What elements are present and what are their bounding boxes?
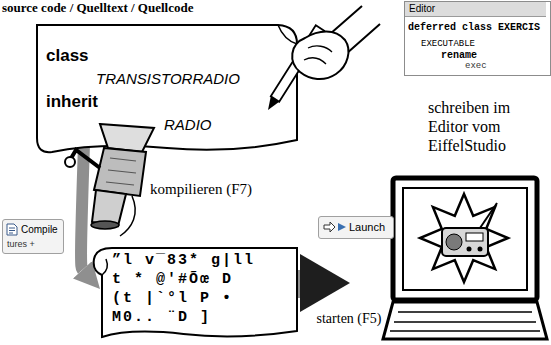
- laptop-screen-frame: [393, 178, 537, 300]
- step-caption: schreiben im Editor vom EiffelStudio: [428, 98, 548, 155]
- radio-antenna: [480, 203, 497, 228]
- compile-icon: [6, 223, 18, 236]
- machine-code-line: ”l v¯83* g|ll: [112, 251, 255, 270]
- launch-button: Launch: [318, 216, 394, 239]
- machine-code-sheet: ”l v¯83* g|llt * @'#Õœ D(t |`°l P •M0.. …: [88, 245, 300, 341]
- keyword: inherit: [46, 90, 98, 113]
- compile-arrow: [81, 144, 84, 270]
- hand: [292, 32, 348, 80]
- paper-outline: [34, 22, 300, 158]
- laptop-keyboard: [390, 312, 540, 331]
- crank-handle: [65, 157, 75, 167]
- page-lines: [9, 228, 15, 233]
- machine-code-line: t * @'#Õœ D: [112, 270, 233, 289]
- paper-curl: [102, 259, 107, 275]
- paper-sheet: [37, 25, 297, 152]
- diagram-title: source code / Quelltext / Quellcode: [2, 0, 193, 16]
- code-line: rename: [441, 50, 477, 61]
- radio-knob: [478, 247, 483, 252]
- paper-sheet: [94, 248, 297, 337]
- play-triangle: [300, 254, 350, 312]
- laptop-base: [383, 302, 547, 339]
- code-line: EXECUTABLE: [421, 39, 475, 50]
- page-icon: [7, 224, 17, 235]
- fingers: [304, 46, 332, 64]
- radio-body: [442, 228, 488, 256]
- radio-speaker: [446, 234, 462, 250]
- arrow-icon: [324, 222, 335, 232]
- code-line: deferred class EXERCIS: [408, 22, 540, 34]
- grinder-body: [94, 148, 146, 196]
- grinder-crank: [70, 150, 100, 168]
- tab-label: tures +: [7, 239, 35, 250]
- code-line: exec: [465, 61, 487, 71]
- step-caption: starten (F5): [316, 311, 382, 327]
- source-code-sheet: classTRANSISTORRADIOinheritRADIO: [34, 22, 300, 158]
- grinder-cord: [120, 196, 135, 236]
- keyword: class: [46, 44, 89, 67]
- radio-knob: [467, 247, 472, 252]
- compile-button: Compile tures +: [2, 219, 64, 254]
- launch-icon: [323, 220, 347, 234]
- run-icon: [338, 223, 346, 231]
- radio-dial: [466, 233, 483, 241]
- machine-code-line: (t |`°l P •: [112, 289, 233, 308]
- grinder-outlet: [92, 190, 126, 226]
- starburst: [420, 194, 508, 282]
- machine-code-line: M0.. ¨D ]: [112, 308, 211, 327]
- button-label: Compile: [21, 223, 58, 236]
- grinder-ribs: [106, 158, 136, 185]
- connector-group: [81, 144, 84, 270]
- panel-title: Editor: [405, 2, 546, 17]
- editor-screenshot: Editor deferred class EXERCIS EXECUTABLEre…: [404, 1, 551, 76]
- class-name: TRANSISTORRADIO: [96, 67, 240, 90]
- paper-curl: [278, 25, 297, 44]
- step-caption: kompilieren (F7): [150, 180, 252, 198]
- grinder-mouth: [91, 221, 119, 229]
- laptop: [383, 178, 547, 339]
- laptop-screen: [403, 188, 527, 290]
- button-label: Launch: [349, 220, 385, 234]
- parent-class-name: RADIO: [164, 113, 212, 136]
- sleeve: [330, 6, 380, 54]
